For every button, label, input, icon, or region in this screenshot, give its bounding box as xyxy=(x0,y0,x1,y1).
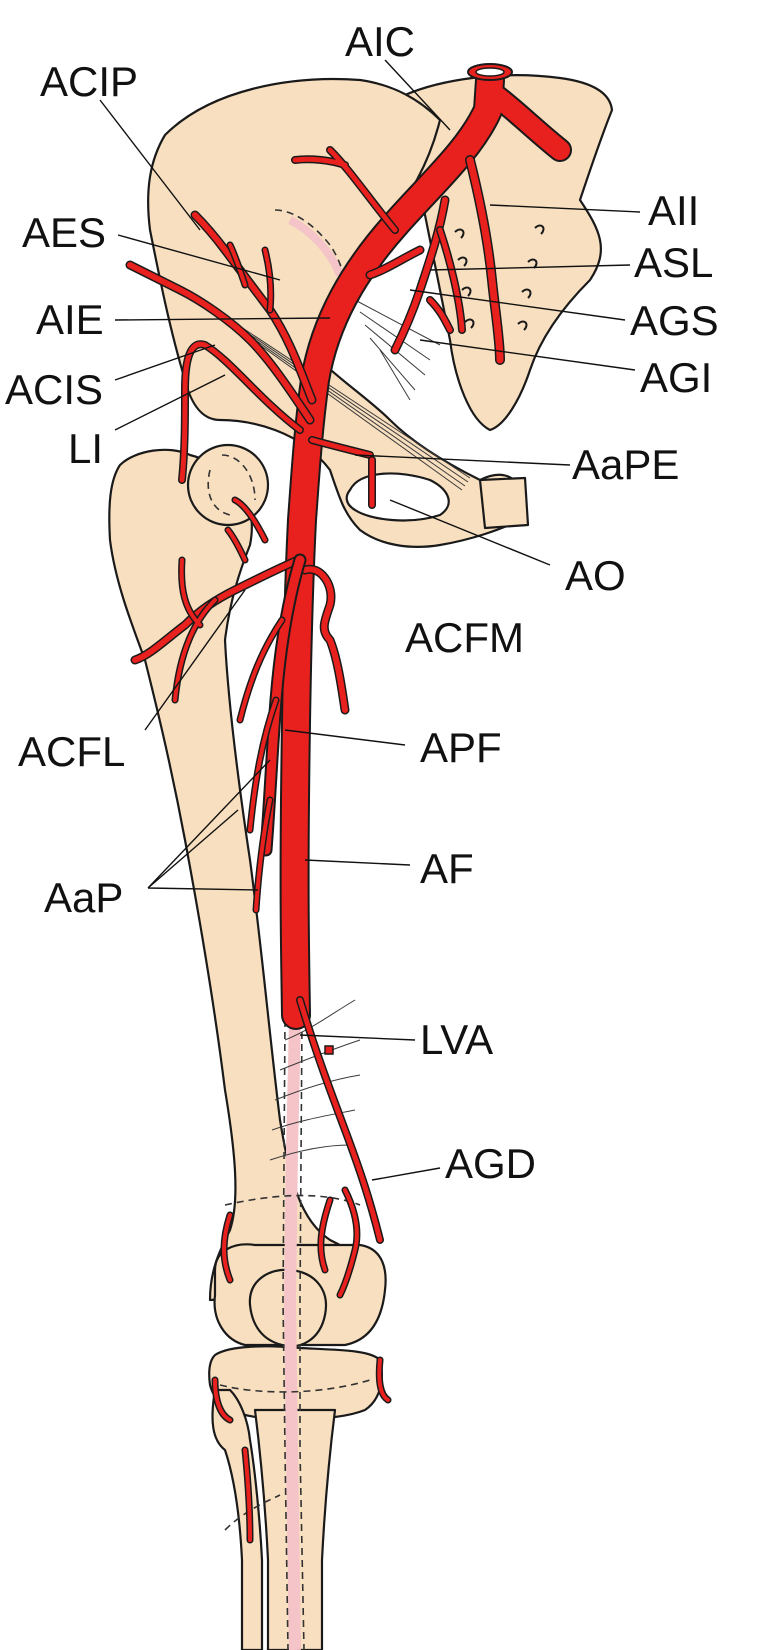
label-acfm: ACFM xyxy=(405,614,524,661)
common-iliac-right xyxy=(485,85,570,160)
vein-trace-upper xyxy=(288,216,344,277)
femur xyxy=(108,448,382,1302)
label-aic: AIC xyxy=(345,18,415,65)
label-aes: AES xyxy=(22,209,106,256)
arteries xyxy=(125,63,572,1544)
label-acis: ACIS xyxy=(5,366,103,413)
label-acfl: ACFL xyxy=(18,728,125,775)
label-af: AF xyxy=(420,845,474,892)
label-ao: AO xyxy=(565,552,626,599)
label-agi: AGI xyxy=(640,354,712,401)
label-asl: ASL xyxy=(634,239,713,286)
label-li: LI xyxy=(68,425,103,472)
vein-trace xyxy=(283,1019,301,1650)
label-ags: AGS xyxy=(630,297,719,344)
main-artery xyxy=(281,67,503,1028)
fibula xyxy=(211,1388,264,1650)
label-aape: AaPE xyxy=(572,441,679,488)
label-lva: LVA xyxy=(420,1016,493,1063)
sacral-foramina xyxy=(454,224,545,331)
label-aii: AII xyxy=(648,187,699,234)
label-agd: AGD xyxy=(445,1140,536,1187)
leader-lines xyxy=(99,59,641,1181)
label-aie: AIE xyxy=(36,296,104,343)
label-apf: APF xyxy=(420,724,502,771)
pubis xyxy=(478,476,530,530)
labels: AIC ACIP AES AIE ACIS LI AII ASL AGS AGI… xyxy=(5,18,719,1187)
femoral-head xyxy=(186,443,270,527)
label-acip: ACIP xyxy=(40,58,138,105)
label-aap: AaP xyxy=(44,874,123,921)
